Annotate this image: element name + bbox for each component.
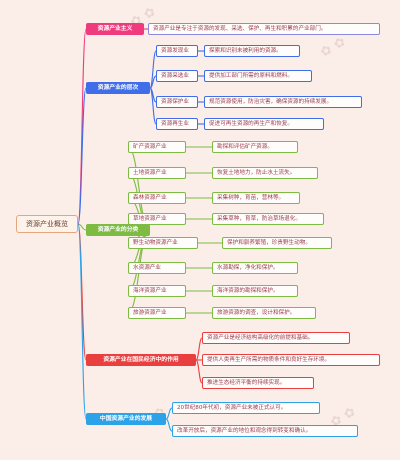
subtopic-node[interactable]: 资源产业是经济结构高级化的前提和基础。	[202, 332, 350, 344]
connector-category-to-item	[165, 418, 173, 432]
subtopic-node[interactable]: 资源采选业	[156, 70, 198, 82]
connector-category-to-item	[149, 50, 157, 89]
connector-root-to-category	[77, 87, 87, 225]
connector-category-to-item	[195, 337, 203, 361]
subtopic-node[interactable]: 资源保护业	[156, 96, 198, 108]
subtopic-node[interactable]: 旅游资源产业	[128, 307, 186, 319]
detail-node[interactable]: 恢复土地地力，防止水土流失。	[212, 167, 318, 179]
detail-node[interactable]: 探索和识别未被利用的资源。	[204, 45, 300, 57]
subtopic-node[interactable]: 矿产资源产业	[128, 141, 186, 153]
detail-node[interactable]: 规范资源使用，防治灾害，确保资源的持续发展。	[204, 96, 362, 108]
detail-node[interactable]: 勘探和评估矿产资源。	[212, 141, 298, 153]
subtopic-node[interactable]: 推进生态经济平衡的持续实现。	[202, 377, 314, 389]
connector-category-to-item	[195, 359, 203, 384]
subtopic-node[interactable]: 资源发现业	[156, 45, 198, 57]
category-topic[interactable]: 资源产业主义	[86, 23, 144, 35]
subtopic-node[interactable]: 海洋资源产业	[128, 285, 186, 297]
subtopic-node[interactable]: 资源产业是专注于资源的发现、采选、保护、再生和积累的产业部门。	[148, 23, 380, 35]
detail-node[interactable]: 水源勘探，净化和保护。	[212, 262, 298, 274]
detail-node[interactable]: 保护和驯养繁殖，珍贵野生动物。	[222, 237, 332, 249]
subtopic-node[interactable]: 草地资源产业	[128, 213, 186, 225]
detail-node[interactable]: 促进可再生资源的再生产和恢复。	[204, 118, 324, 130]
subtopic-node[interactable]: 森林资源产业	[128, 192, 186, 204]
detail-node[interactable]: 采集草种，育草，防治草场退化。	[212, 213, 324, 225]
connector-root-to-category	[77, 223, 87, 231]
detail-node[interactable]: 海洋资源的勘探和保护。	[212, 285, 298, 297]
category-topic[interactable]: 资源产业在国民经济中的作用	[86, 354, 196, 366]
connector-category-to-item	[149, 75, 157, 89]
category-topic[interactable]: 资源产业的分类	[86, 224, 150, 236]
subtopic-node[interactable]: 改革开放后，资源产业的地位和观念得到转变和确认。	[172, 425, 358, 437]
detail-node[interactable]: 旅游资源的调查，设计和保护。	[212, 307, 316, 319]
root-topic[interactable]: 资源产业概览	[16, 215, 78, 233]
category-topic[interactable]: 资源产业的层次	[86, 82, 150, 94]
detail-node[interactable]: 提供加工部门所需的原料和燃料。	[204, 70, 312, 82]
connector-category-to-item	[149, 87, 157, 125]
subtopic-node[interactable]: 资源再生业	[156, 118, 198, 130]
connector-root-to-category	[77, 223, 87, 420]
category-topic[interactable]: 中国资源产业的发展	[86, 413, 166, 425]
subtopic-node[interactable]: 20世纪80年代初，资源产业未被正式认可。	[172, 402, 320, 414]
connector-root-to-category	[77, 28, 87, 225]
subtopic-node[interactable]: 水资源产业	[128, 262, 186, 274]
subtopic-node[interactable]: 土地资源产业	[128, 167, 186, 179]
subtopic-node[interactable]: 提供人类再生产所需的物质条件和良好生存环境。	[202, 354, 380, 366]
subtopic-node[interactable]: 野生动物资源产业	[128, 237, 198, 249]
detail-node[interactable]: 采集树种，育苗，营林等。	[212, 192, 300, 204]
